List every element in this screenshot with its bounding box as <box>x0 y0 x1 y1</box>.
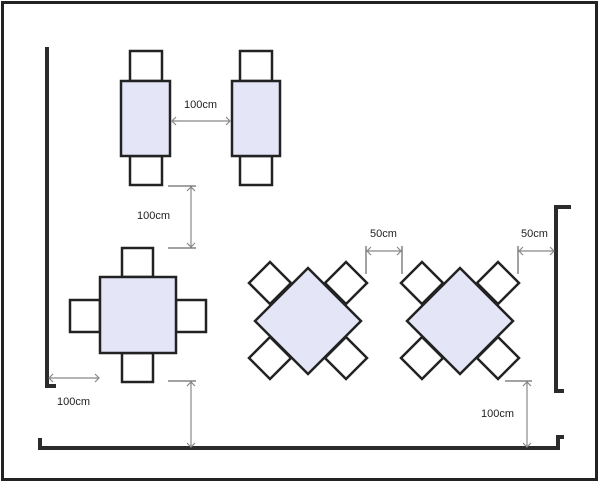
diamond-table-2 <box>399 260 521 381</box>
chair <box>128 49 164 83</box>
dimension-right-wall-gap: 50cm <box>517 228 555 274</box>
chair <box>128 154 164 187</box>
table <box>230 79 282 158</box>
chair <box>68 298 102 334</box>
dimension-label: 100cm <box>137 210 170 222</box>
chair <box>174 298 208 334</box>
dimension-label: 100cm <box>57 396 90 408</box>
dimension-label: 100cm <box>481 408 514 420</box>
chair <box>238 49 274 83</box>
chair <box>399 260 445 306</box>
left-wall <box>45 47 56 388</box>
table <box>253 266 363 376</box>
bottom-wall <box>38 435 564 450</box>
dimension-label: 50cm <box>521 228 548 240</box>
dimension-table-row-gap: 100cm <box>137 185 196 249</box>
table <box>405 266 515 376</box>
dimension-between-diamonds: 50cm <box>365 228 403 274</box>
dimension-left-wall-gap: 100cm <box>48 373 100 408</box>
rect-table-1 <box>119 49 172 187</box>
rect-table-2 <box>230 49 282 187</box>
chair <box>120 351 155 384</box>
diamond-table-1 <box>247 260 369 381</box>
chair <box>247 260 293 306</box>
chair <box>475 260 521 306</box>
dimension-label: 50cm <box>370 228 397 240</box>
right-wall <box>554 205 571 393</box>
chair <box>238 154 274 187</box>
dimension-label: 100cm <box>184 99 217 111</box>
dimension-bottom-wall-gap: 100cm <box>481 380 532 448</box>
table <box>119 79 172 158</box>
square-table <box>68 246 208 384</box>
dimension-between-tables-top: 100cm <box>171 99 231 126</box>
chair <box>120 246 155 279</box>
chair <box>323 260 369 306</box>
dimension-square-table-bottom <box>168 380 196 448</box>
table <box>98 275 178 355</box>
